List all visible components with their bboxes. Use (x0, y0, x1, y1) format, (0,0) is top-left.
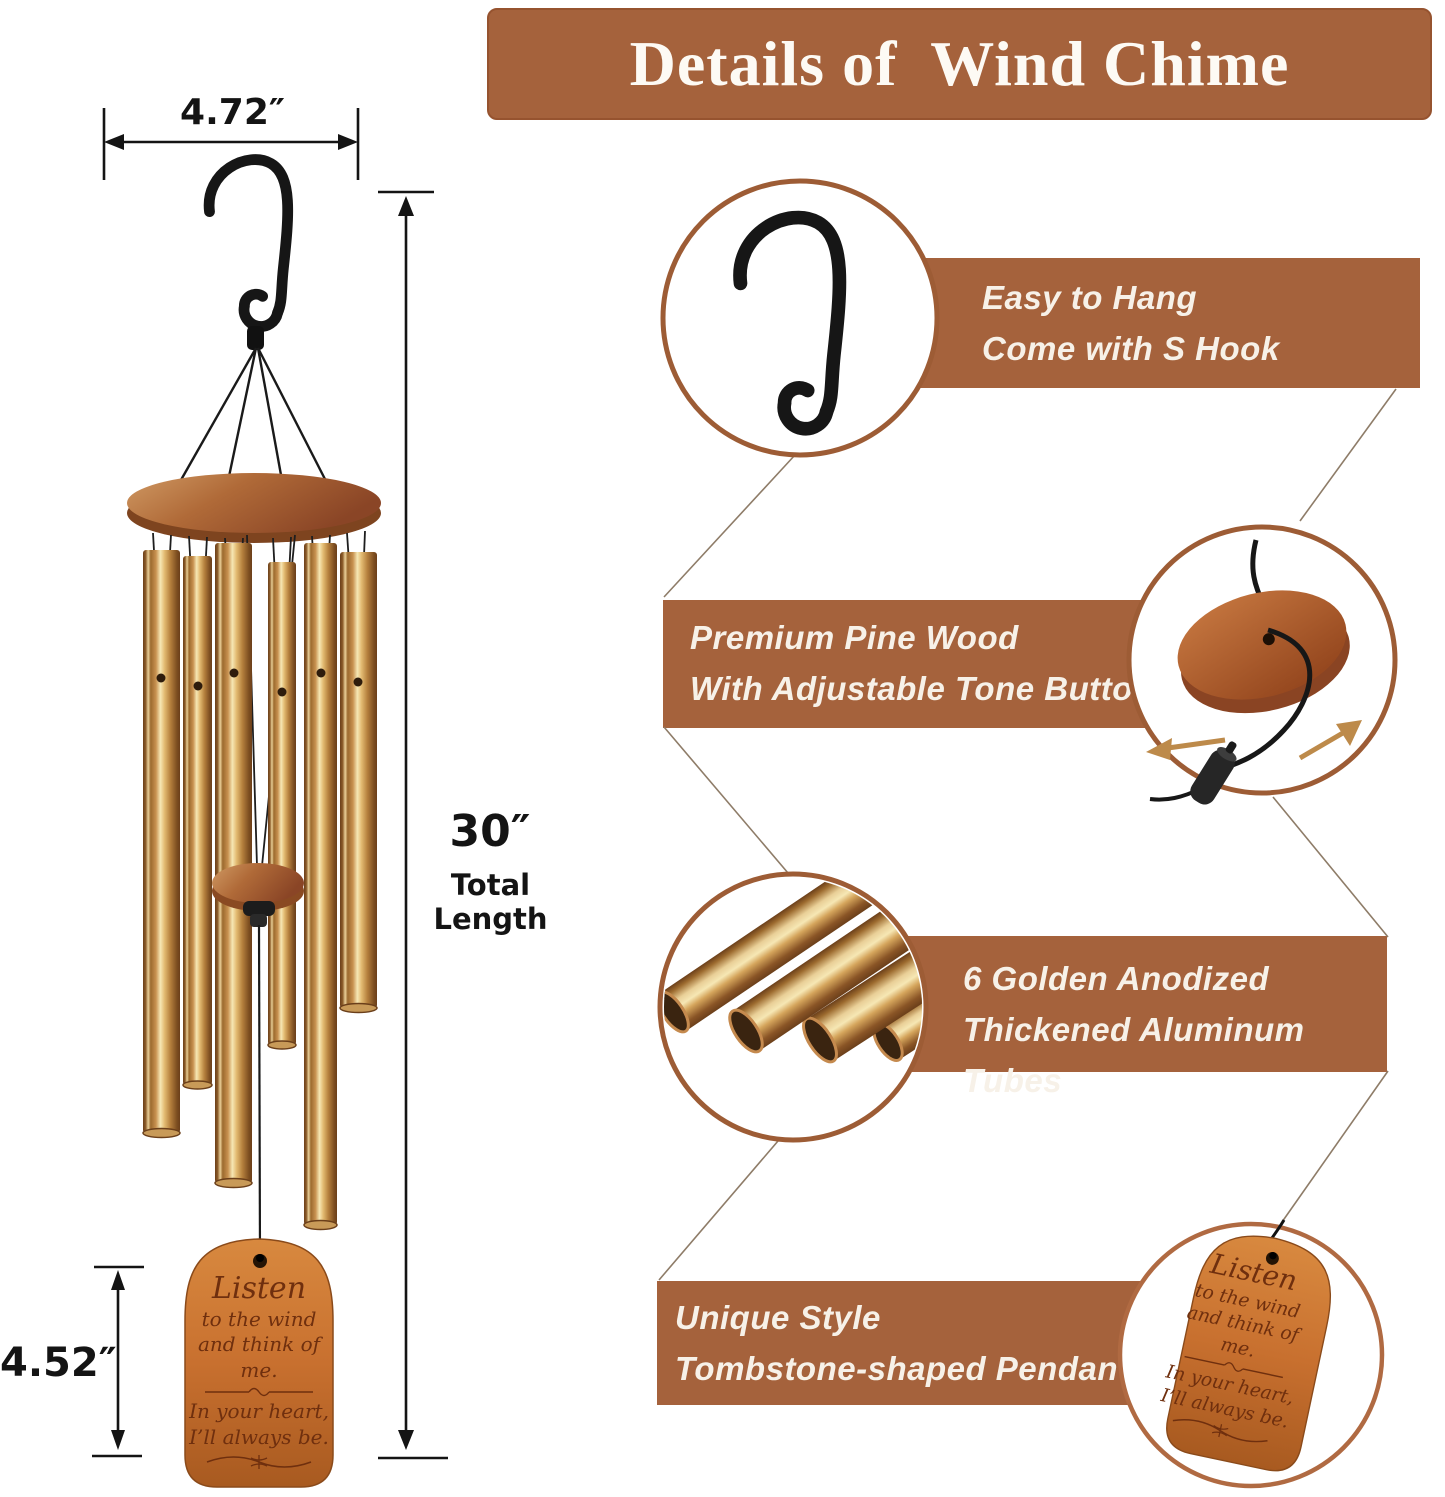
pendant-engraving: Listen to the wind and think of me. In y… (186, 1271, 332, 1474)
feature-line: Easy to Hang (982, 279, 1198, 316)
engraving-line: to the wind (201, 1306, 317, 1331)
connector-lines (658, 388, 1397, 1281)
chime-tubes (142, 543, 378, 1231)
tube-strings (152, 530, 366, 867)
feature-banner-easy-to-hang: Easy to Hang Come with S Hook (850, 258, 1420, 388)
width-dimension-label: 4.72″ (180, 92, 285, 133)
striker-clamp-tip (250, 914, 267, 927)
engraving-script-word: Listen (211, 1271, 307, 1306)
feature-line: Unique Style (675, 1299, 881, 1336)
pendant-string (257, 924, 262, 1259)
feature-line: Thickened Aluminum Tubes (963, 1011, 1305, 1099)
engraving-line: I’ll always be. (189, 1424, 329, 1449)
wood-ring-side (127, 483, 381, 543)
hanging-strings (175, 347, 331, 488)
dimension-annotations (92, 108, 448, 1460)
hook-photo (209, 160, 288, 327)
feature-line: With Adjustable Tone Button (690, 670, 1154, 707)
feature-line: Premium Pine Wood (690, 619, 1019, 656)
striker (212, 863, 304, 903)
total-length-value: 30″ (449, 806, 531, 857)
striker-side (212, 871, 304, 911)
feature-line: 6 Golden Anodized (963, 960, 1270, 997)
s-hook-detail (740, 218, 839, 429)
swivel (247, 326, 264, 350)
engraving-line: and think of me. (197, 1332, 321, 1382)
tone-cord (1211, 627, 1313, 775)
striker-clamp (243, 901, 275, 916)
feature-line: Tombstone-shaped Pendant (675, 1350, 1130, 1387)
pendant-height-label: 4.52″ (0, 1340, 117, 1386)
pendant-cord (1260, 1219, 1286, 1253)
feature-text: Unique Style Tombstone-shaped Pendant (675, 1292, 1190, 1394)
feature-banner-pendant: Unique Style Tombstone-shaped Pendant (657, 1281, 1190, 1405)
pendant-engraving-detail: Listen to the wind and think of me. In y… (1154, 1244, 1321, 1455)
feature-text: 6 Golden Anodized Thickened Aluminum Tub… (963, 953, 1387, 1106)
feature-text: Premium Pine Wood With Adjustable Tone B… (690, 612, 1200, 714)
tone-button (1190, 741, 1237, 805)
total-length-caption: Total Length (433, 868, 548, 936)
engraving-divider-ornament (205, 1388, 313, 1397)
feature-banner-pine-wood: Premium Pine Wood With Adjustable Tone B… (663, 600, 1200, 728)
page-title: Details of Wind Chime (629, 28, 1290, 99)
engraving-flourish-ornament (206, 1455, 312, 1470)
feature-banner-aluminum-tubes: 6 Golden Anodized Thickened Aluminum Tub… (790, 936, 1387, 1099)
wood-ring (127, 473, 381, 533)
title-banner: Details of Wind Chime (487, 8, 1432, 120)
feature-text: Easy to Hang Come with S Hook (982, 272, 1420, 374)
engraving-line: In your heart, (189, 1399, 329, 1424)
feature-line: Come with S Hook (982, 330, 1280, 367)
